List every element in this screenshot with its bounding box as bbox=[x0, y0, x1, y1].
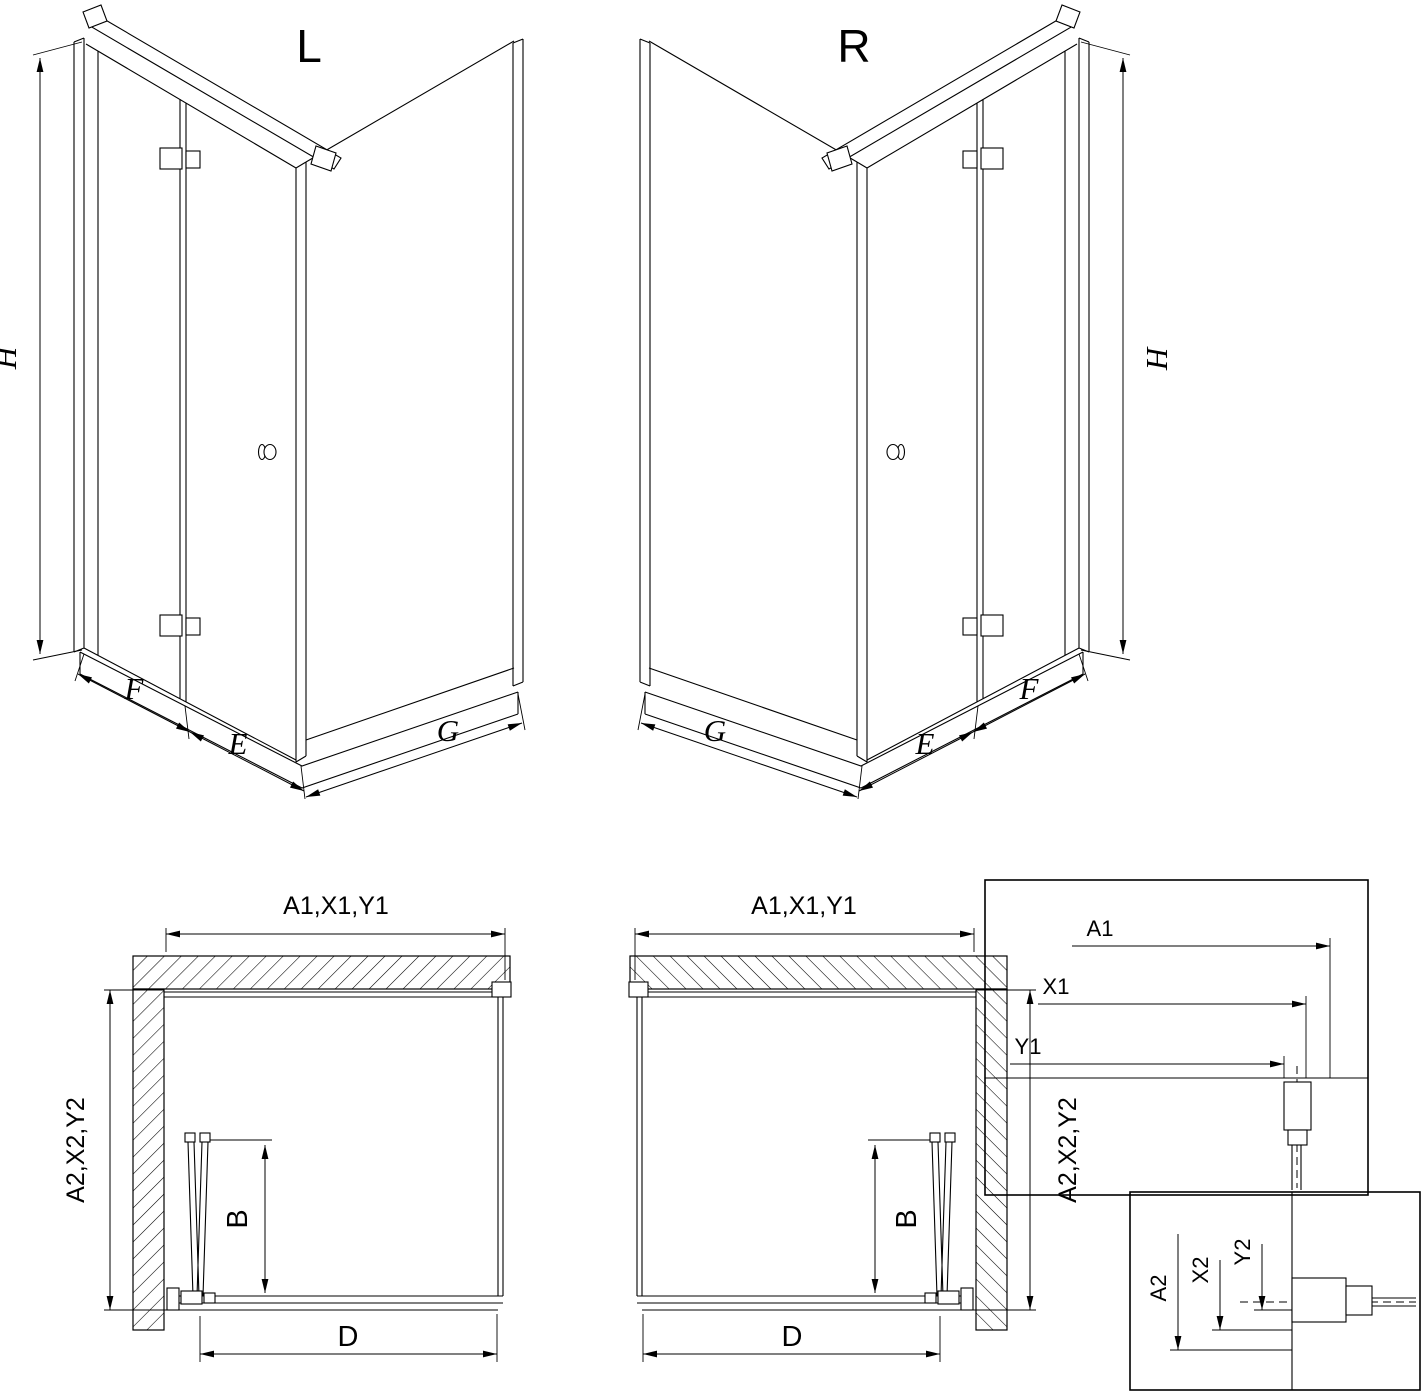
detail-width-frame bbox=[984, 879, 1369, 1196]
dim-label-b-right: B bbox=[891, 1209, 923, 1228]
dim-label-a2: A2 bbox=[1146, 1275, 1171, 1302]
iso-right-linework bbox=[638, 5, 1130, 799]
dim-label-f-left: F bbox=[124, 671, 145, 706]
dim-label-f-right: F bbox=[1019, 671, 1040, 706]
dim-label-x1: X1 bbox=[1043, 974, 1070, 999]
detail-depth-frame bbox=[1129, 1191, 1421, 1391]
dim-label-g-right: G bbox=[704, 713, 726, 748]
iso-view-right: R H F E G bbox=[638, 5, 1175, 799]
dim-label-y2: Y2 bbox=[1230, 1239, 1255, 1266]
iso-left-linework bbox=[33, 5, 525, 799]
plan-left-linework bbox=[104, 928, 511, 1362]
plan-view-right: A1,X1,Y1 A2,X2,Y2 B D bbox=[629, 892, 1082, 1362]
variant-label-r: R bbox=[837, 20, 870, 72]
dim-label-d-left: D bbox=[338, 1321, 359, 1353]
dim-label-width-right: A1,X1,Y1 bbox=[751, 892, 857, 920]
dim-label-a1: A1 bbox=[1087, 916, 1114, 941]
plan-right-linework bbox=[629, 928, 1036, 1362]
detail-view-width: A1 X1 Y1 bbox=[984, 879, 1369, 1196]
dim-label-depth-left: A2,X2,Y2 bbox=[62, 1097, 90, 1203]
iso-view-left: L H F E G bbox=[0, 5, 525, 799]
variant-label-l: L bbox=[296, 20, 322, 72]
dim-label-h-right: H bbox=[1140, 346, 1175, 371]
dim-label-depth-right: A2,X2,Y2 bbox=[1054, 1097, 1082, 1203]
dim-label-e-right: E bbox=[915, 726, 935, 761]
plan-view-left: A1,X1,Y1 A2,X2,Y2 B D bbox=[62, 892, 511, 1362]
dim-label-y1: Y1 bbox=[1015, 1034, 1042, 1059]
dim-label-g-left: G bbox=[437, 713, 459, 748]
dim-label-x2: X2 bbox=[1188, 1257, 1213, 1284]
dim-label-width-left: A1,X1,Y1 bbox=[283, 892, 389, 920]
dim-label-h-left: H bbox=[0, 345, 23, 370]
dim-label-b-left: B bbox=[222, 1209, 254, 1228]
dim-label-e-left: E bbox=[228, 726, 248, 761]
dim-label-d-right: D bbox=[782, 1321, 803, 1353]
detail-view-depth: A2 X2 Y2 bbox=[1129, 1191, 1421, 1391]
